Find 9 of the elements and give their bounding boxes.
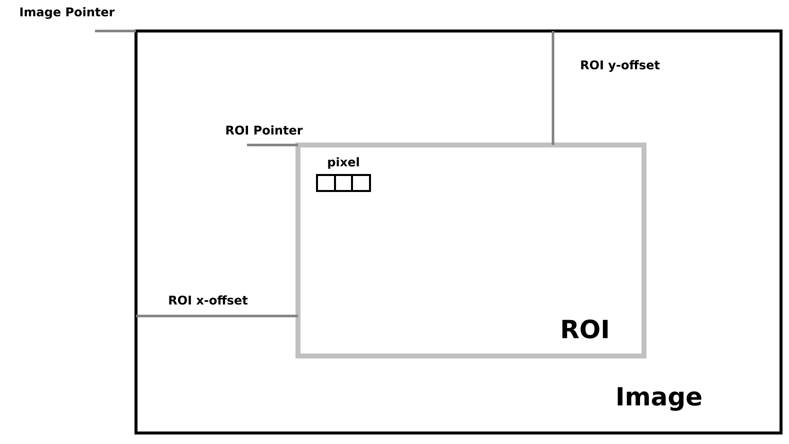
edge-label: ROI y-offset	[579, 59, 661, 73]
pointer-label: Image Pointer	[20, 7, 115, 19]
edge-label: ROI x-offset	[167, 294, 249, 306]
leader-line	[247, 144, 298, 146]
leader-line	[95, 30, 136, 32]
leader-line	[136, 314, 298, 318]
pointer-label: ROI Pointer	[226, 125, 303, 135]
leader-line	[552, 31, 554, 145]
pixel-cells: pixel	[316, 157, 371, 192]
